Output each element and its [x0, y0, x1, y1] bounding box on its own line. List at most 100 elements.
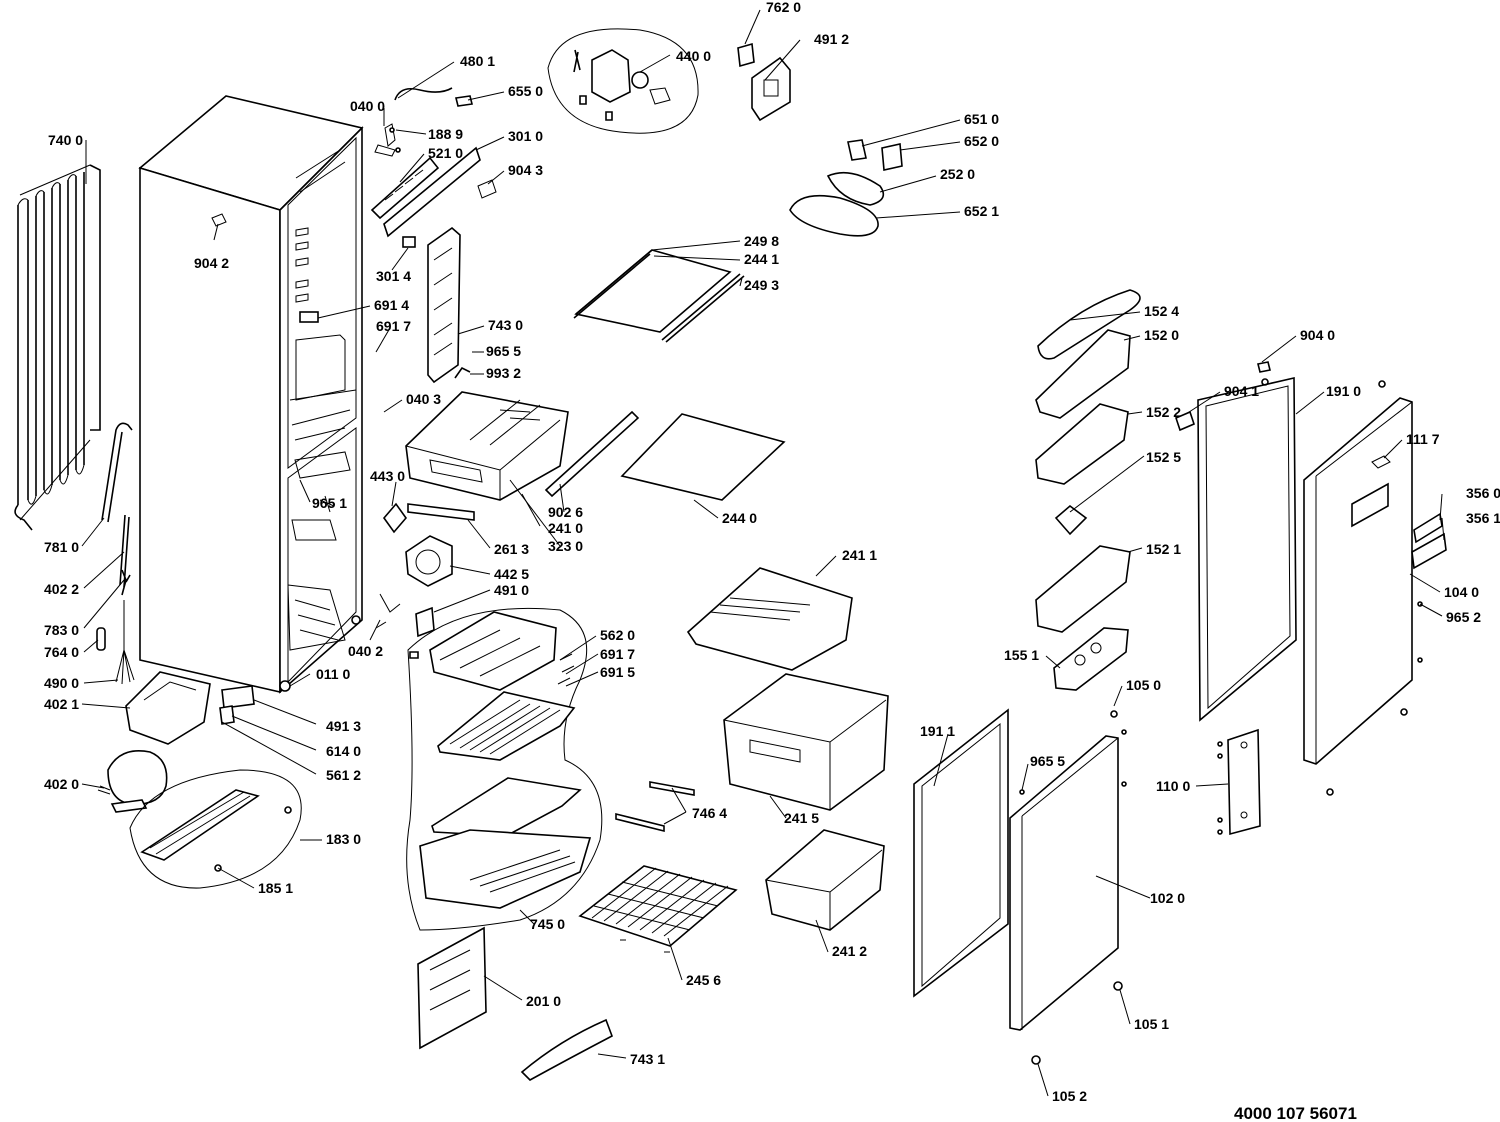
callout-6521: 652 1	[964, 203, 999, 219]
callout-1889: 188 9	[428, 126, 463, 142]
callout-4801: 480 1	[460, 53, 495, 69]
callout-0110: 011 0	[316, 666, 350, 682]
callout-7640: 764 0	[44, 644, 79, 660]
callout-1525: 152 5	[1146, 449, 1181, 465]
freezer-drawer-1	[686, 567, 853, 671]
control-panel	[370, 146, 497, 248]
door-hardware-small	[1175, 361, 1386, 432]
callout-1551: 155 1	[1004, 647, 1039, 663]
callout-7830: 783 0	[44, 622, 79, 638]
callout-9655a: 965 5	[486, 343, 521, 359]
callout-4425: 442 5	[494, 566, 529, 582]
callout-9040: 904 0	[1300, 327, 1335, 343]
callout-4021: 402 1	[44, 696, 79, 712]
callout-6520: 652 0	[964, 133, 999, 149]
callout-2412: 241 2	[832, 943, 867, 959]
callout-6140: 614 0	[326, 743, 361, 759]
gasket-lower	[913, 708, 1009, 998]
callout-5612: 561 2	[326, 767, 361, 783]
callout-7400: 740 0	[48, 132, 83, 148]
drawer-rails	[407, 410, 640, 521]
callout-7450: 745 0	[530, 916, 565, 932]
callout-3010: 301 0	[508, 128, 543, 144]
callout-9042: 904 2	[194, 255, 229, 271]
lamp-assembly	[789, 139, 903, 237]
lamp-cover	[737, 42, 791, 122]
freezer-assembly	[406, 607, 603, 931]
callout-0403: 040 3	[406, 391, 441, 407]
callout-9655b: 965 5	[1030, 753, 1065, 769]
crisper-drawer-upper	[405, 391, 569, 501]
middle-hinge	[1217, 728, 1334, 836]
glass-shelf	[573, 249, 745, 343]
callout-1911: 191 1	[920, 723, 955, 739]
callout-0400: 040 0	[350, 98, 385, 114]
callout-1051: 105 1	[1134, 1016, 1169, 1032]
air-duct	[427, 226, 471, 384]
callout-1520: 152 0	[1144, 327, 1179, 343]
callout-7430: 743 0	[488, 317, 523, 333]
compressor	[97, 750, 168, 813]
callout-9041: 904 1	[1224, 383, 1259, 399]
callout-4913: 491 3	[326, 718, 361, 734]
bottom-cover	[417, 926, 487, 1050]
callout-4910: 491 0	[494, 582, 529, 598]
callout-1040: 104 0	[1444, 584, 1479, 600]
callout-0402: 040 2	[348, 643, 383, 659]
callout-6915: 691 5	[600, 664, 635, 680]
callout-2415: 241 5	[784, 810, 819, 826]
callout-1020: 102 0	[1150, 890, 1185, 906]
fan-assembly	[375, 502, 453, 638]
callout-labels: 762 0 491 2 440 0 480 1 655 0 040 0 188 …	[44, 0, 1500, 1104]
callout-2410: 241 0	[548, 520, 583, 536]
callout-1830: 183 0	[326, 831, 361, 847]
lower-door	[1009, 710, 1127, 1065]
callout-9932: 993 2	[486, 365, 521, 381]
callout-2440: 244 0	[722, 510, 757, 526]
callout-2493: 249 3	[744, 277, 779, 293]
callout-6917b: 691 7	[600, 646, 635, 662]
callout-6917a: 691 7	[376, 318, 411, 334]
callout-5210: 521 0	[428, 145, 463, 161]
callout-3014: 301 4	[376, 268, 411, 284]
callout-1050: 105 0	[1126, 677, 1161, 693]
callout-4400: 440 0	[676, 48, 711, 64]
callout-2441: 244 1	[744, 251, 779, 267]
callout-1522: 152 2	[1146, 404, 1181, 420]
freezer-drawer-3	[765, 829, 885, 931]
callout-3560: 356 0	[1466, 485, 1500, 501]
callout-4430: 443 0	[370, 468, 405, 484]
gasket-upper	[1197, 376, 1297, 722]
callout-3561: 356 1	[1466, 510, 1500, 526]
callout-7431: 743 1	[630, 1051, 665, 1067]
callout-7810: 781 0	[44, 539, 79, 555]
callout-1851: 185 1	[258, 880, 293, 896]
callout-4900: 490 0	[44, 675, 79, 691]
glass-plate	[620, 413, 786, 501]
callout-6914: 691 4	[374, 297, 409, 313]
cabinet	[138, 95, 364, 694]
callout-9026: 902 6	[548, 504, 583, 520]
thermostat-group	[547, 28, 699, 134]
pipes-and-cables	[96, 422, 135, 685]
document-number: 4000 107 56071	[1234, 1104, 1357, 1122]
callout-4912: 491 2	[814, 31, 849, 47]
callout-9043: 904 3	[508, 162, 543, 178]
freezer-drawer-2	[723, 673, 889, 811]
callout-1910: 191 0	[1326, 383, 1361, 399]
base-plate	[129, 769, 302, 889]
top-fittings	[374, 87, 473, 157]
callout-2411: 241 1	[842, 547, 877, 563]
callout-2456: 245 6	[686, 972, 721, 988]
callout-4022: 402 2	[44, 581, 79, 597]
callout-3230: 323 0	[548, 538, 583, 554]
callout-2010: 201 0	[526, 993, 561, 1009]
callout-1052: 105 2	[1052, 1088, 1087, 1104]
callout-1524: 152 4	[1144, 303, 1179, 319]
door-badge	[1411, 512, 1447, 570]
bottom-duct	[520, 1018, 613, 1081]
condenser-coil	[14, 164, 101, 531]
callout-1100: 110 0	[1156, 778, 1190, 794]
callout-4020: 402 0	[44, 776, 79, 792]
